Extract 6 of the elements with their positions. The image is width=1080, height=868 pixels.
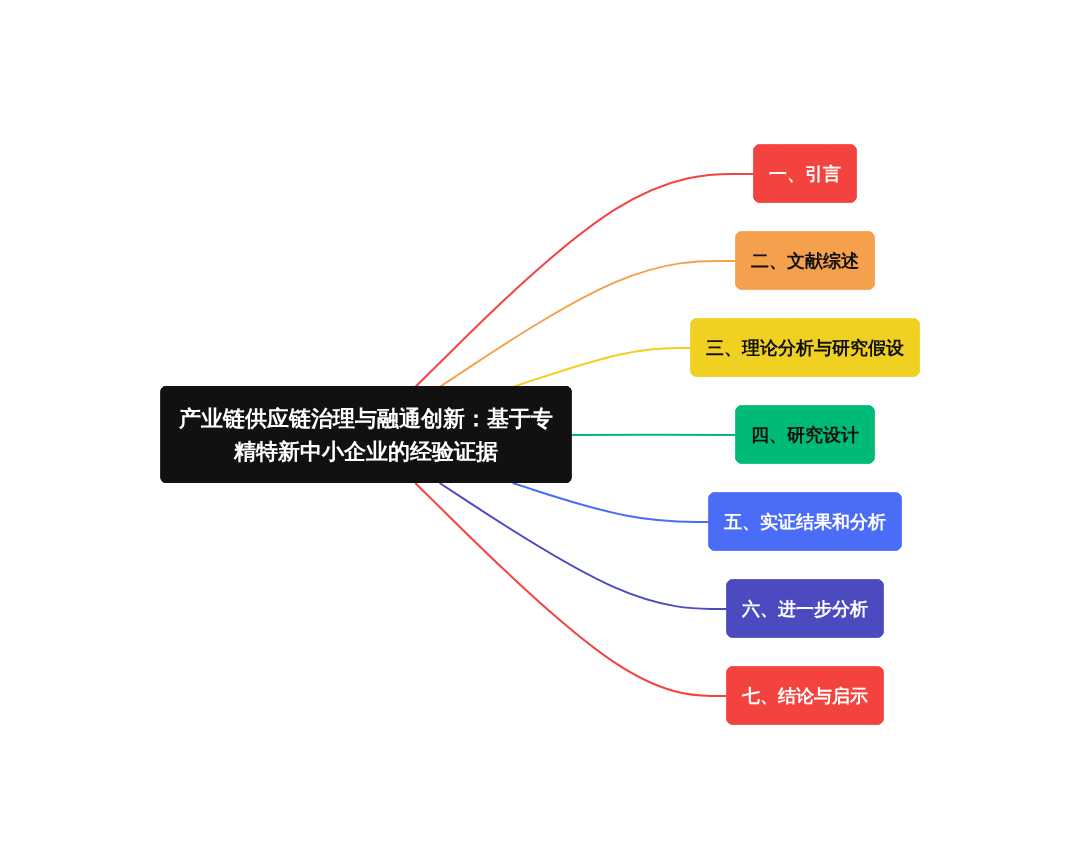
- connector: [511, 481, 711, 523]
- connector: [570, 433, 738, 436]
- connector: [414, 172, 756, 388]
- connector: [438, 481, 729, 610]
- connector: [414, 481, 729, 697]
- connector: [438, 259, 738, 388]
